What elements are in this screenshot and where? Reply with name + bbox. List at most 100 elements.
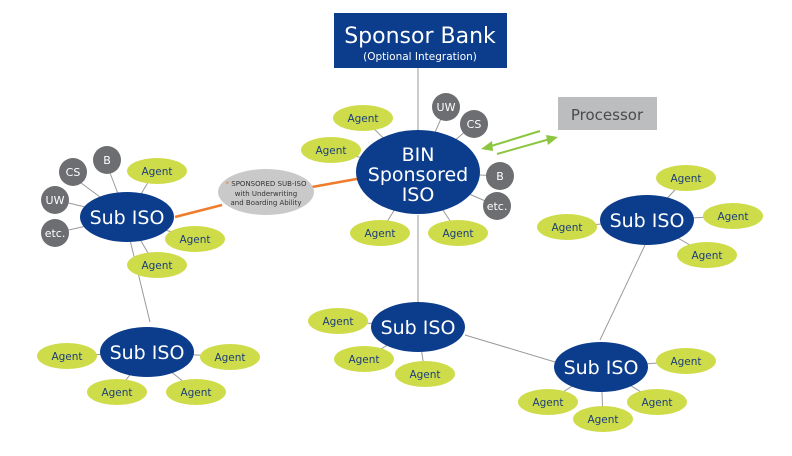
sponsor-bank-subtitle: (Optional Integration) xyxy=(363,51,477,63)
agent-bubble xyxy=(518,389,578,415)
bin-iso-label-line: ISO xyxy=(402,184,435,206)
agent-bubble xyxy=(573,406,633,432)
agent-bubble xyxy=(308,308,368,334)
agent-node[interactable]: Agent xyxy=(37,343,97,369)
agent-label: Agent xyxy=(315,145,346,157)
sub-iso-top-left[interactable]: Sub ISO xyxy=(80,192,174,242)
agent-label: Agent xyxy=(717,211,748,223)
service-label: CS xyxy=(66,166,81,179)
agent-node[interactable]: Agent xyxy=(428,220,488,246)
service-node-cs[interactable]: CS xyxy=(460,110,488,138)
agent-label: Agent xyxy=(551,222,582,234)
bin-iso-label-line: BIN xyxy=(402,144,435,166)
agent-bubble xyxy=(165,226,225,252)
agent-node[interactable]: Agent xyxy=(656,348,716,374)
service-node-b[interactable]: B xyxy=(486,162,514,190)
agent-label: Agent xyxy=(179,234,210,246)
sub-iso-label: Sub ISO xyxy=(110,342,185,364)
service-node-uw[interactable]: UW xyxy=(41,186,69,214)
agent-label: Agent xyxy=(51,351,82,363)
agent-bubble xyxy=(656,348,716,374)
sub-iso-ellipse xyxy=(100,327,194,377)
service-circle xyxy=(93,146,121,174)
agent-node[interactable]: Agent xyxy=(127,158,187,184)
agent-node[interactable]: Agent xyxy=(200,344,260,370)
sub-iso-ellipse xyxy=(600,195,694,245)
service-label: UW xyxy=(437,101,456,114)
sub-iso-label: Sub ISO xyxy=(381,317,456,339)
sponsor-bank-box[interactable]: Sponsor Bank(Optional Integration) xyxy=(334,13,507,68)
agent-label: Agent xyxy=(670,356,701,368)
sub-iso-center[interactable]: Sub ISO xyxy=(371,302,465,352)
sponsored-sub-iso-note[interactable]: * SPONSORED SUB-ISO with Underwritingand … xyxy=(218,169,314,215)
agent-bubble xyxy=(127,158,187,184)
sub-iso-bottom-left[interactable]: Sub ISO xyxy=(100,327,194,377)
agent-node[interactable]: Agent xyxy=(627,389,687,415)
agent-bubble xyxy=(537,214,597,240)
agent-bubble xyxy=(677,242,737,268)
service-node-etc[interactable]: etc. xyxy=(483,192,511,220)
diagram-nodes: Sponsor Bank(Optional Integration) Proces… xyxy=(37,13,763,432)
sponsored-sub-iso-line: with Underwriting xyxy=(235,190,297,198)
orange-link xyxy=(174,203,223,219)
service-label: UW xyxy=(46,194,65,207)
agent-node[interactable]: Agent xyxy=(166,379,226,405)
agent-bubble xyxy=(127,252,187,278)
agent-bubble xyxy=(627,389,687,415)
agent-node[interactable]: Agent xyxy=(308,308,368,334)
agent-bubble xyxy=(87,379,147,405)
agent-node[interactable]: Agent xyxy=(573,406,633,432)
agent-node[interactable]: Agent xyxy=(677,242,737,268)
service-label: CS xyxy=(467,118,482,131)
service-circle xyxy=(41,219,69,247)
agent-label: Agent xyxy=(442,228,473,240)
sub-iso-right-top[interactable]: Sub ISO xyxy=(600,195,694,245)
agent-node[interactable]: Agent xyxy=(334,346,394,372)
agent-label: Agent xyxy=(364,228,395,240)
connector-line xyxy=(599,244,646,341)
orange-link xyxy=(311,176,363,189)
service-node-etc[interactable]: etc. xyxy=(41,219,69,247)
agent-label: Agent xyxy=(691,250,722,262)
agent-label: Agent xyxy=(141,166,172,178)
agent-node[interactable]: Agent xyxy=(127,252,187,278)
service-node-uw[interactable]: UW xyxy=(432,93,460,121)
sponsored-sub-iso-title: * SPONSORED SUB-ISO xyxy=(226,180,307,188)
sub-iso-label: Sub ISO xyxy=(564,357,639,379)
sub-iso-label: Sub ISO xyxy=(610,210,685,232)
agent-label: Agent xyxy=(641,397,672,409)
agent-node[interactable]: Agent xyxy=(87,379,147,405)
agent-node[interactable]: Agent xyxy=(656,165,716,191)
sponsored-sub-iso-line: and Boarding Ability xyxy=(231,199,302,207)
sub-iso-ellipse xyxy=(80,192,174,242)
agent-bubble xyxy=(166,379,226,405)
service-node-b[interactable]: B xyxy=(93,146,121,174)
agent-node[interactable]: Agent xyxy=(350,220,410,246)
processor-box[interactable]: Processor xyxy=(558,97,657,130)
agent-node[interactable]: Agent xyxy=(537,214,597,240)
service-circle xyxy=(41,186,69,214)
agent-label: Agent xyxy=(532,397,563,409)
bin-iso-ellipse xyxy=(356,130,480,214)
agent-label: Agent xyxy=(587,414,618,426)
agent-node[interactable]: Agent xyxy=(395,361,455,387)
bin-iso-label-line: Sponsored xyxy=(368,164,468,186)
agent-node[interactable]: Agent xyxy=(301,137,361,163)
agent-bubble xyxy=(37,343,97,369)
arrow-to-iso xyxy=(487,130,541,148)
service-node-cs[interactable]: CS xyxy=(59,158,87,186)
agent-label: Agent xyxy=(322,316,353,328)
arrowhead-left xyxy=(481,141,493,151)
agent-node[interactable]: Agent xyxy=(703,203,763,229)
sub-iso-label: Sub ISO xyxy=(90,207,165,229)
agent-node[interactable]: Agent xyxy=(518,389,578,415)
arrowhead-right xyxy=(546,135,558,145)
service-circle xyxy=(432,93,460,121)
service-circle xyxy=(59,158,87,186)
agent-node[interactable]: Agent xyxy=(333,105,393,131)
sub-iso-ellipse xyxy=(554,342,648,392)
sub-iso-right-bottom[interactable]: Sub ISO xyxy=(554,342,648,392)
agent-node[interactable]: Agent xyxy=(165,226,225,252)
